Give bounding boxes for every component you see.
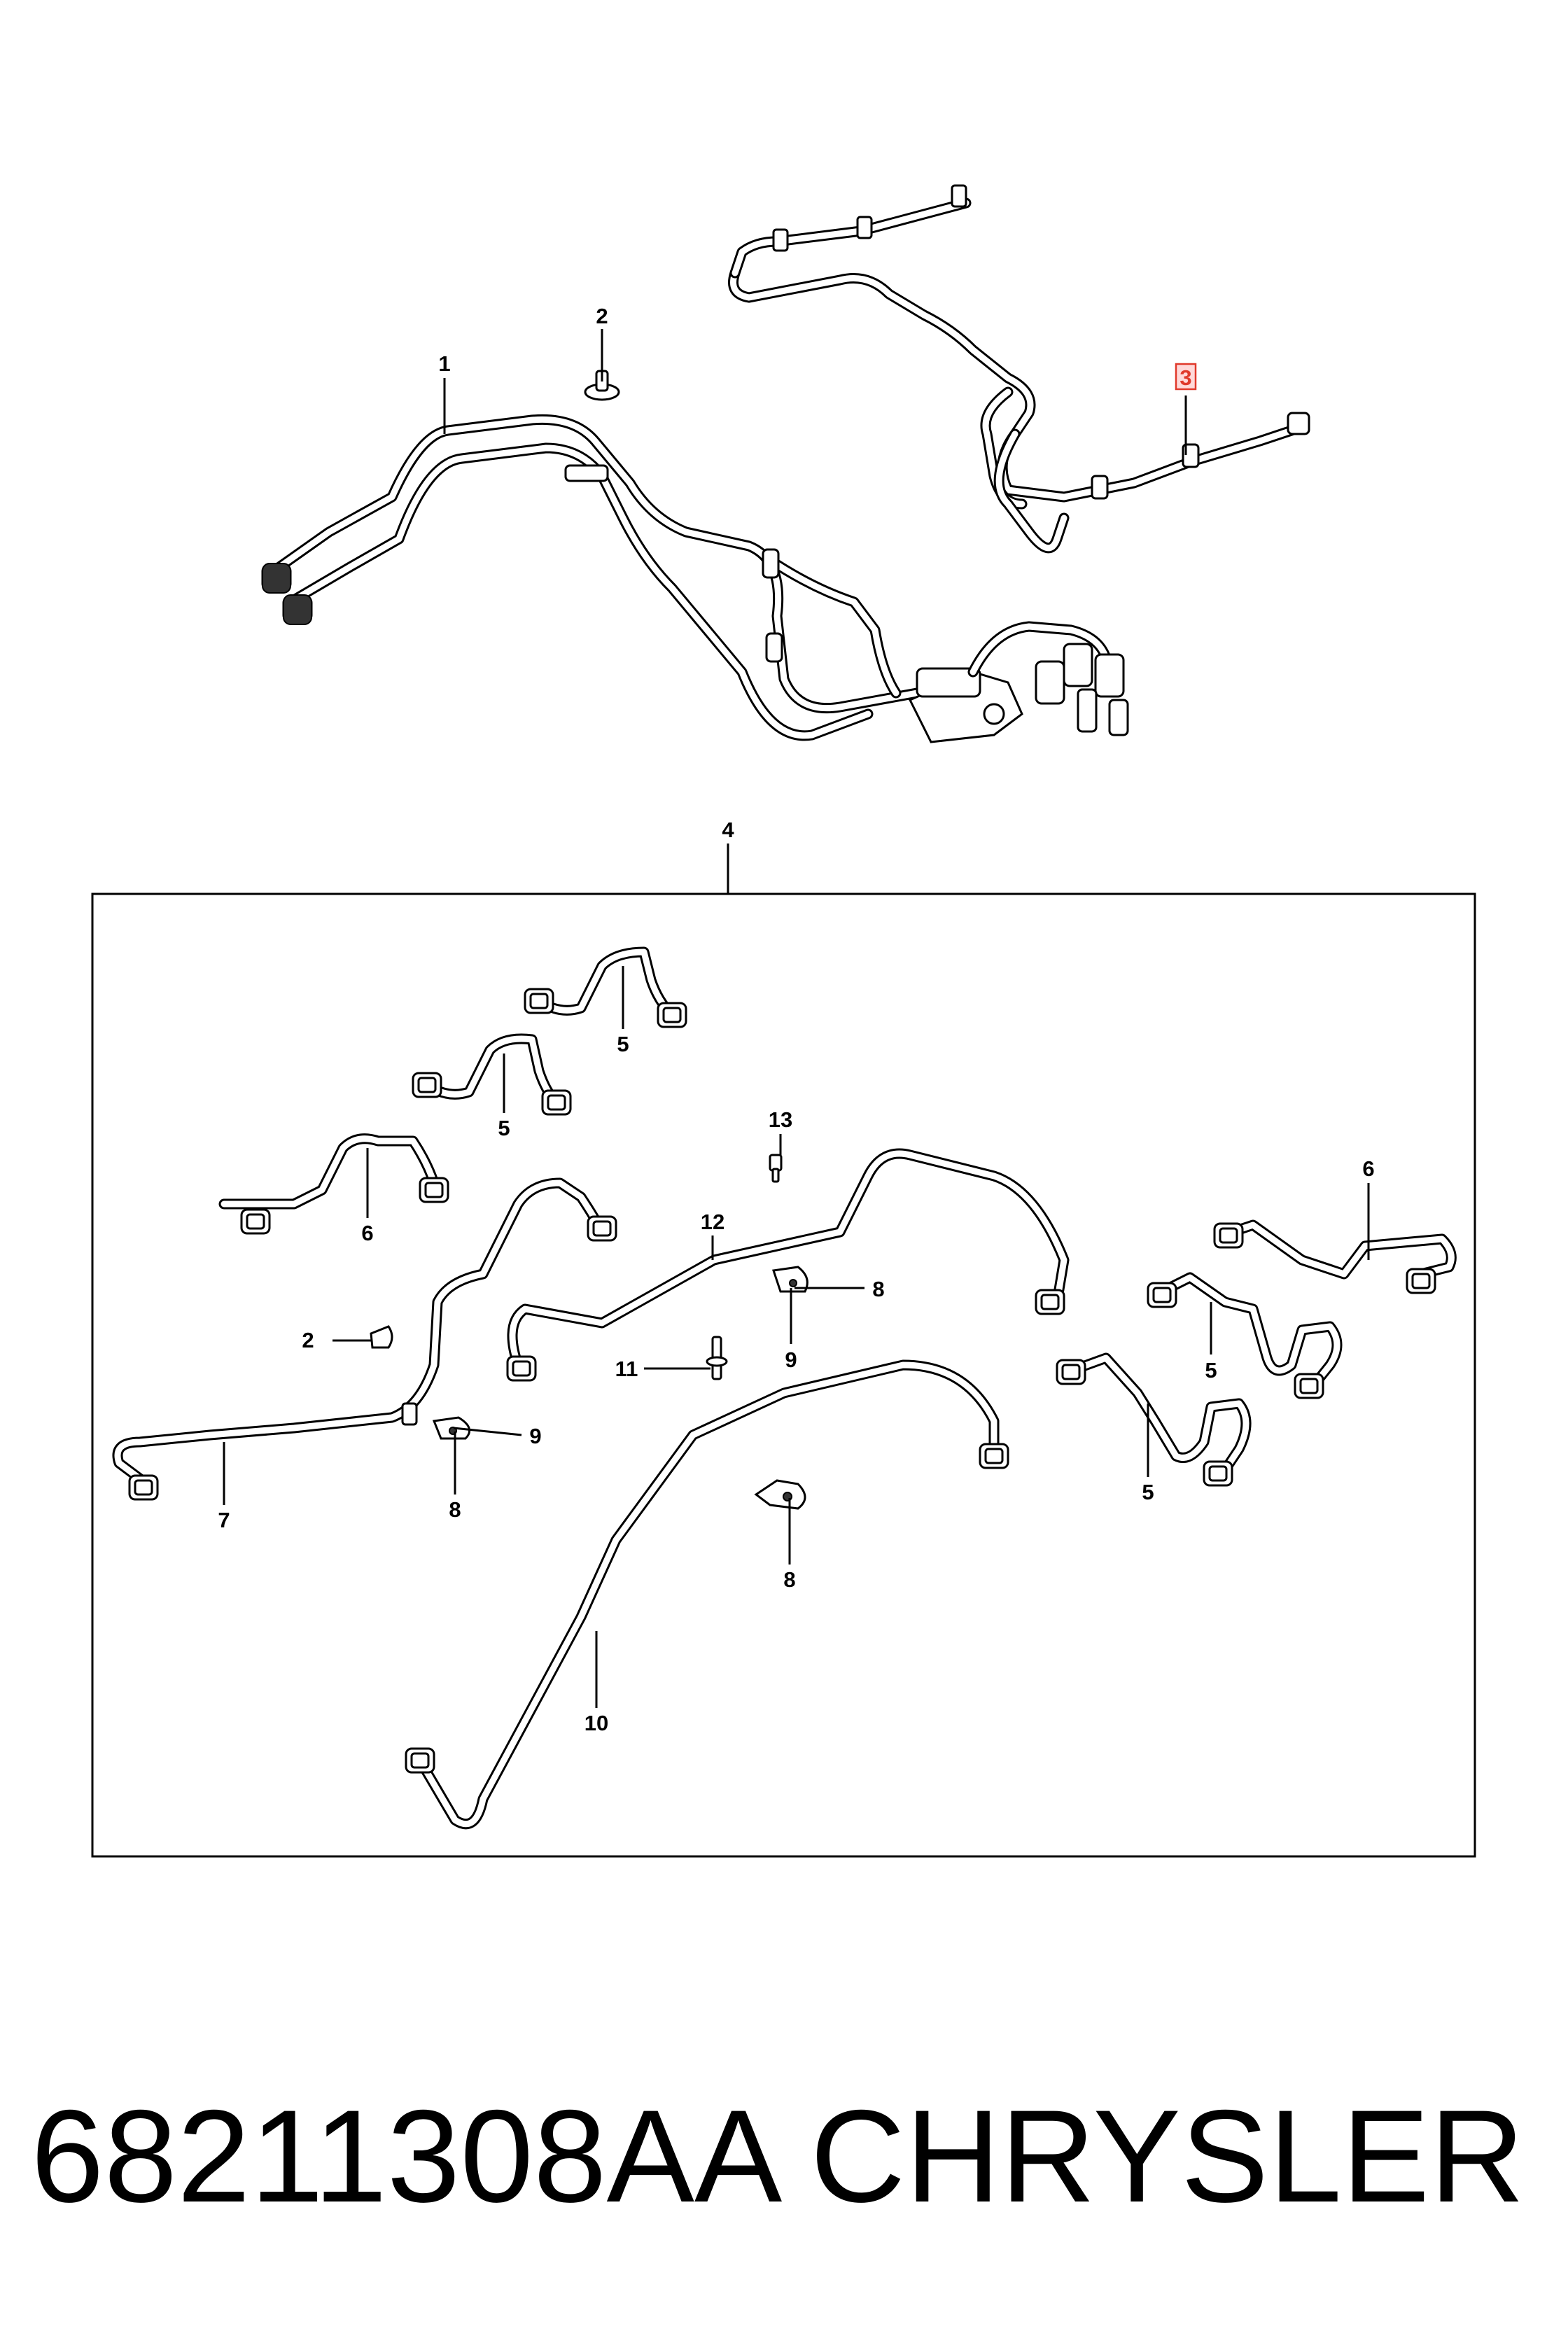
callout-6-left: 6 <box>361 1221 373 1245</box>
callout-8-b: 8 <box>449 1497 461 1522</box>
callout-5-b: 5 <box>498 1116 510 1140</box>
callout-4: 4 <box>722 818 734 842</box>
callout-5-d: 5 <box>1142 1480 1154 1504</box>
callout-7: 7 <box>218 1508 230 1532</box>
callout-3: 3 <box>1180 365 1191 390</box>
injector-line-6b <box>1213 1219 1457 1294</box>
highlight-box-3 <box>1175 363 1197 391</box>
bolt-11 <box>706 1336 728 1380</box>
injector-line-6a <box>218 1133 449 1235</box>
callout-5-c: 5 <box>1205 1358 1217 1382</box>
clip-8b <box>432 1416 471 1440</box>
injector-line-5c <box>1147 1272 1343 1399</box>
clip-8c <box>754 1479 806 1510</box>
callout-9-b: 9 <box>529 1424 541 1448</box>
callout-11: 11 <box>615 1357 638 1381</box>
injector-line-5b <box>412 1033 572 1116</box>
fuel-line-assembly-1 <box>261 414 1129 743</box>
injector-line-5a <box>524 946 687 1028</box>
callout-8-a: 8 <box>872 1277 884 1301</box>
injector-line-12 <box>506 1148 1070 1382</box>
injector-line-5d <box>1056 1352 1252 1487</box>
clip-8a <box>772 1266 808 1293</box>
brand-name: CHRYSLER <box>810 2082 1525 2230</box>
bolt-13 <box>769 1154 783 1183</box>
injector-line-10 <box>405 1359 1009 1830</box>
callout-5-a: 5 <box>617 1032 629 1056</box>
callout-9-a: 9 <box>785 1348 797 1372</box>
kit-box-4 <box>91 892 1476 1858</box>
callout-10: 10 <box>584 1711 608 1735</box>
injector-line-7 <box>112 1177 617 1501</box>
callout-1: 1 <box>438 351 450 376</box>
callout-2-top: 2 <box>596 304 608 328</box>
leader-lines <box>223 329 1370 1708</box>
part-number: 68211308AA <box>31 2082 783 2230</box>
return-line-3 <box>728 184 1310 554</box>
callout-8-c: 8 <box>783 1567 795 1592</box>
callout-13: 13 <box>769 1107 792 1132</box>
plug-2-box <box>370 1325 393 1349</box>
callout-6-right: 6 <box>1362 1156 1374 1181</box>
callout-12: 12 <box>701 1210 724 1234</box>
callout-2-box: 2 <box>302 1328 314 1352</box>
footer: 68211308AA CHRYSLER <box>0 2086 1568 2226</box>
